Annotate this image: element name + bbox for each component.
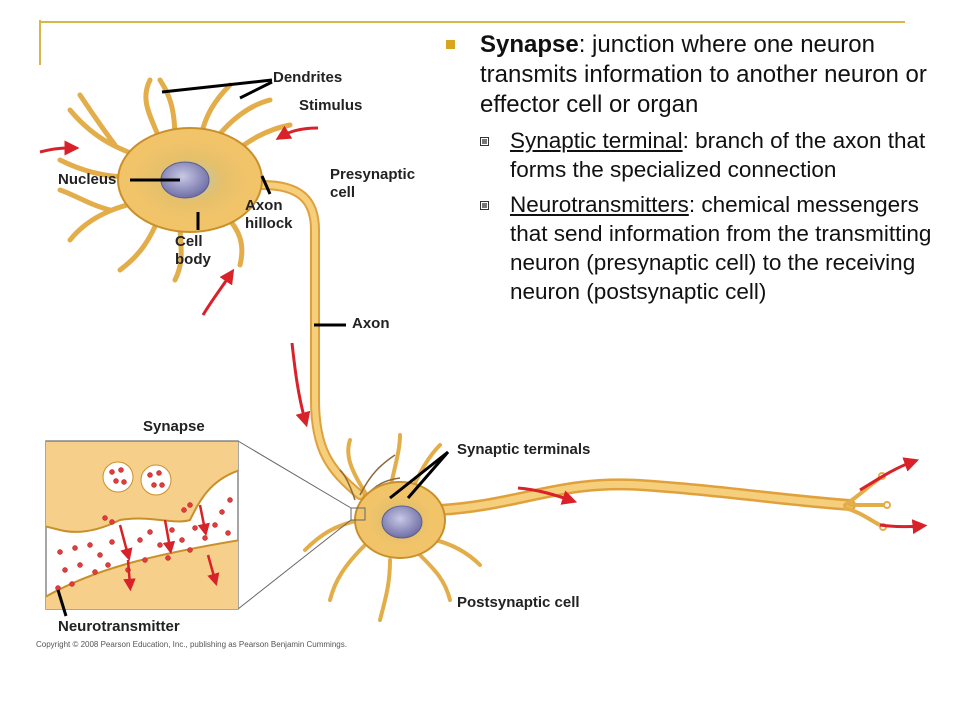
label-axon-hillock-line2: hillock: [245, 215, 293, 232]
label-nucleus: Nucleus: [58, 171, 117, 188]
inset-arrows: [118, 504, 220, 592]
label-axon: Axon: [352, 315, 390, 332]
bullet-synapse: Synapse: junction where one neuron trans…: [438, 30, 938, 120]
synapse-inset: [45, 440, 239, 610]
signal-arrows: [39, 125, 928, 535]
definition-synaptic-terminal: : branch of the axon that forms the spec…: [510, 128, 926, 182]
hollow-square-bullet-icon: [480, 137, 489, 146]
label-cell-body: Cell body: [175, 233, 211, 269]
axon-terminal-knobs: [878, 472, 891, 531]
label-postsynaptic-cell: Postsynaptic cell: [457, 594, 580, 611]
bullet-synaptic-terminal: Synaptic terminal: branch of the axon th…: [438, 126, 938, 184]
term-neurotransmitters: Neurotransmitters: [510, 192, 689, 217]
definition-neurotransmitters: : chemical messengers that send informat…: [510, 192, 932, 304]
slide-frame: [39, 20, 905, 65]
label-cell-body-line2: body: [175, 251, 211, 268]
label-stimulus: Stimulus: [299, 97, 363, 114]
label-leader-lines: [56, 78, 450, 617]
filled-square-bullet-icon: [446, 40, 455, 49]
label-dendrites: Dendrites: [273, 69, 343, 86]
synapse-marker-box: [350, 507, 366, 521]
neurotransmitter-molecules: [55, 467, 233, 591]
postsynaptic-axon-terminals: [843, 476, 887, 527]
label-cell-body-line1: Cell: [175, 233, 203, 250]
postsynaptic-nucleus: [381, 505, 423, 539]
label-presynaptic-line1: Presynaptic: [330, 166, 416, 183]
term-synaptic-terminal: Synaptic terminal: [510, 128, 683, 153]
term-synapse: Synapse: [480, 31, 579, 58]
definition-synapse: : junction where one neuron transmits in…: [480, 31, 927, 118]
copyright-notice: Copyright © 2008 Pearson Education, Inc.…: [36, 640, 347, 649]
hollow-square-bullet-icon: [480, 201, 489, 210]
vesicles: [102, 461, 172, 496]
bullet-neurotransmitters: Neurotransmitters: chemical messengers t…: [438, 190, 938, 306]
label-synaptic-terminals: Synaptic terminals: [457, 441, 591, 458]
label-axon-hillock-line1: Axon: [245, 197, 283, 214]
label-synapse: Synapse: [143, 418, 205, 435]
label-presynaptic-line2: cell: [330, 184, 356, 201]
label-presynaptic-cell: Presynaptic cell: [330, 166, 415, 202]
bullet-list: Synapse: junction where one neuron trans…: [438, 30, 938, 306]
label-neurotransmitter: Neurotransmitter: [58, 618, 180, 635]
label-axon-hillock: Axon hillock: [245, 197, 293, 233]
